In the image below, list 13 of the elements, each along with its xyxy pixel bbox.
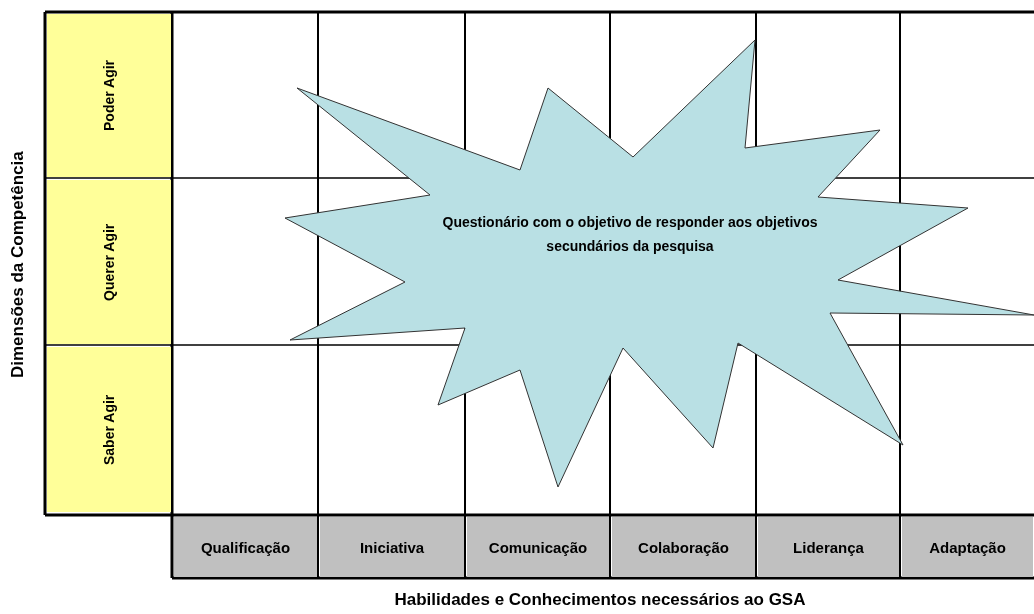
row-header: Querer Agir xyxy=(47,180,171,344)
column-header: Adaptação xyxy=(902,517,1033,577)
row-header: Saber Agir xyxy=(47,347,171,512)
column-header: Comunicação xyxy=(467,517,609,577)
axis-title: Dimensões da Competência xyxy=(8,150,28,381)
column-header: Iniciativa xyxy=(320,517,464,577)
column-header: Liderança xyxy=(758,517,899,577)
column-header: Qualificação xyxy=(174,517,317,577)
column-header: Colaboração xyxy=(612,517,755,577)
starburst-text: Questionário com o objetivo de responder aos objetivos secundários da pesquisa xyxy=(441,213,819,256)
row-header: Poder Agir xyxy=(47,14,171,177)
starburst-shape xyxy=(284,39,1034,488)
axis-title: Habilidades e Conhecimentos necessários ao GSA xyxy=(393,590,807,610)
